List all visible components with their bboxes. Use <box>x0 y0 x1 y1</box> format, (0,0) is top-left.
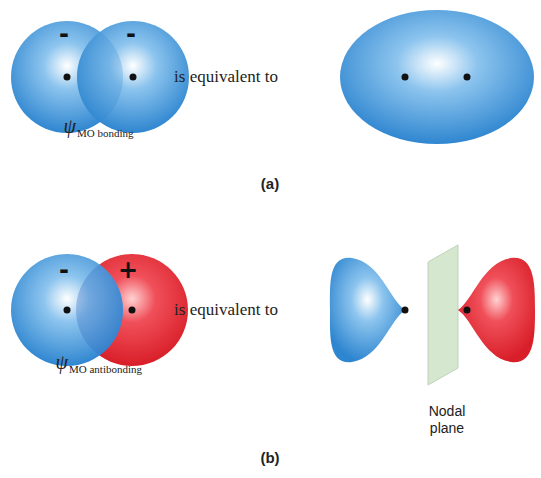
bonding-overlap <box>11 21 189 133</box>
equivalence-text: is equivalent to <box>174 67 278 87</box>
psi-symbol: ψ <box>56 351 68 373</box>
orbital-subscript: MO bonding <box>77 127 134 140</box>
phase-sign: + <box>118 258 138 282</box>
phase-sign: - <box>59 22 69 46</box>
part-label: (b) <box>260 449 279 467</box>
antibonding-orbital <box>330 245 535 385</box>
antibonding-overlap <box>11 254 188 366</box>
part-label: (a) <box>261 175 279 193</box>
equivalence-text: is equivalent to <box>174 300 278 320</box>
psi-symbol: ψ <box>64 115 76 137</box>
bonding-orbital <box>340 10 534 144</box>
orbital-subscript: MO antibonding <box>69 363 142 376</box>
nodal-plane-label: Nodal plane <box>412 403 482 437</box>
phase-sign: - <box>59 258 69 282</box>
phase-sign: - <box>126 22 136 46</box>
